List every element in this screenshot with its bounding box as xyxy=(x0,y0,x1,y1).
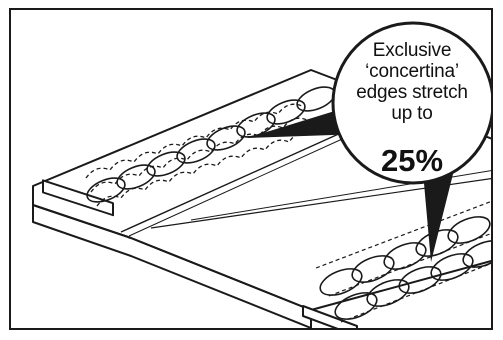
callout-line-4: up to xyxy=(337,103,487,124)
callout: Exclusive ‘concertina’ edges stretch up … xyxy=(331,14,493,192)
diagram-frame: Exclusive ‘concertina’ edges stretch up … xyxy=(9,8,493,330)
callout-line-2: ‘concertina’ xyxy=(337,61,487,82)
callout-line-1: Exclusive xyxy=(337,40,487,61)
callout-percentage: 25% xyxy=(337,144,487,178)
callout-line-3: edges stretch xyxy=(337,82,487,103)
callout-text: Exclusive ‘concertina’ edges stretch up … xyxy=(337,40,487,124)
